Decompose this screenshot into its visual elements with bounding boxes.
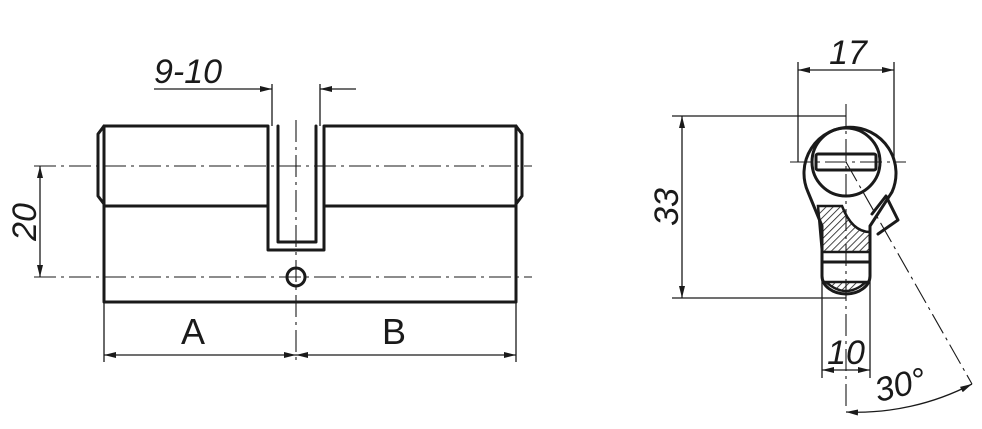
cam-angle-label: 30° [871, 361, 930, 410]
profile-width-label: 17 [829, 34, 868, 72]
right-end-cap [514, 124, 524, 206]
cam-width-label: 10 [827, 334, 865, 372]
side-a-label: A [181, 311, 205, 352]
profile-view: 17 33 10 30° [648, 34, 973, 416]
side-view: 9-10 20 A B [6, 53, 532, 362]
profile-web-section [816, 204, 872, 254]
key-slot-width-label: 9-10 [154, 53, 222, 91]
cylinder-height-label: 20 [6, 203, 44, 242]
cam-angle-arc [845, 383, 973, 416]
cam-tooth [870, 194, 900, 236]
left-end-cap [96, 124, 106, 206]
cylinder-body-outline [102, 124, 518, 304]
side-b-label: B [382, 311, 406, 352]
profile-height-label: 33 [648, 188, 686, 226]
cam-outline [276, 124, 318, 244]
cam-angle-line [845, 161, 973, 385]
profile-outline [802, 125, 898, 296]
